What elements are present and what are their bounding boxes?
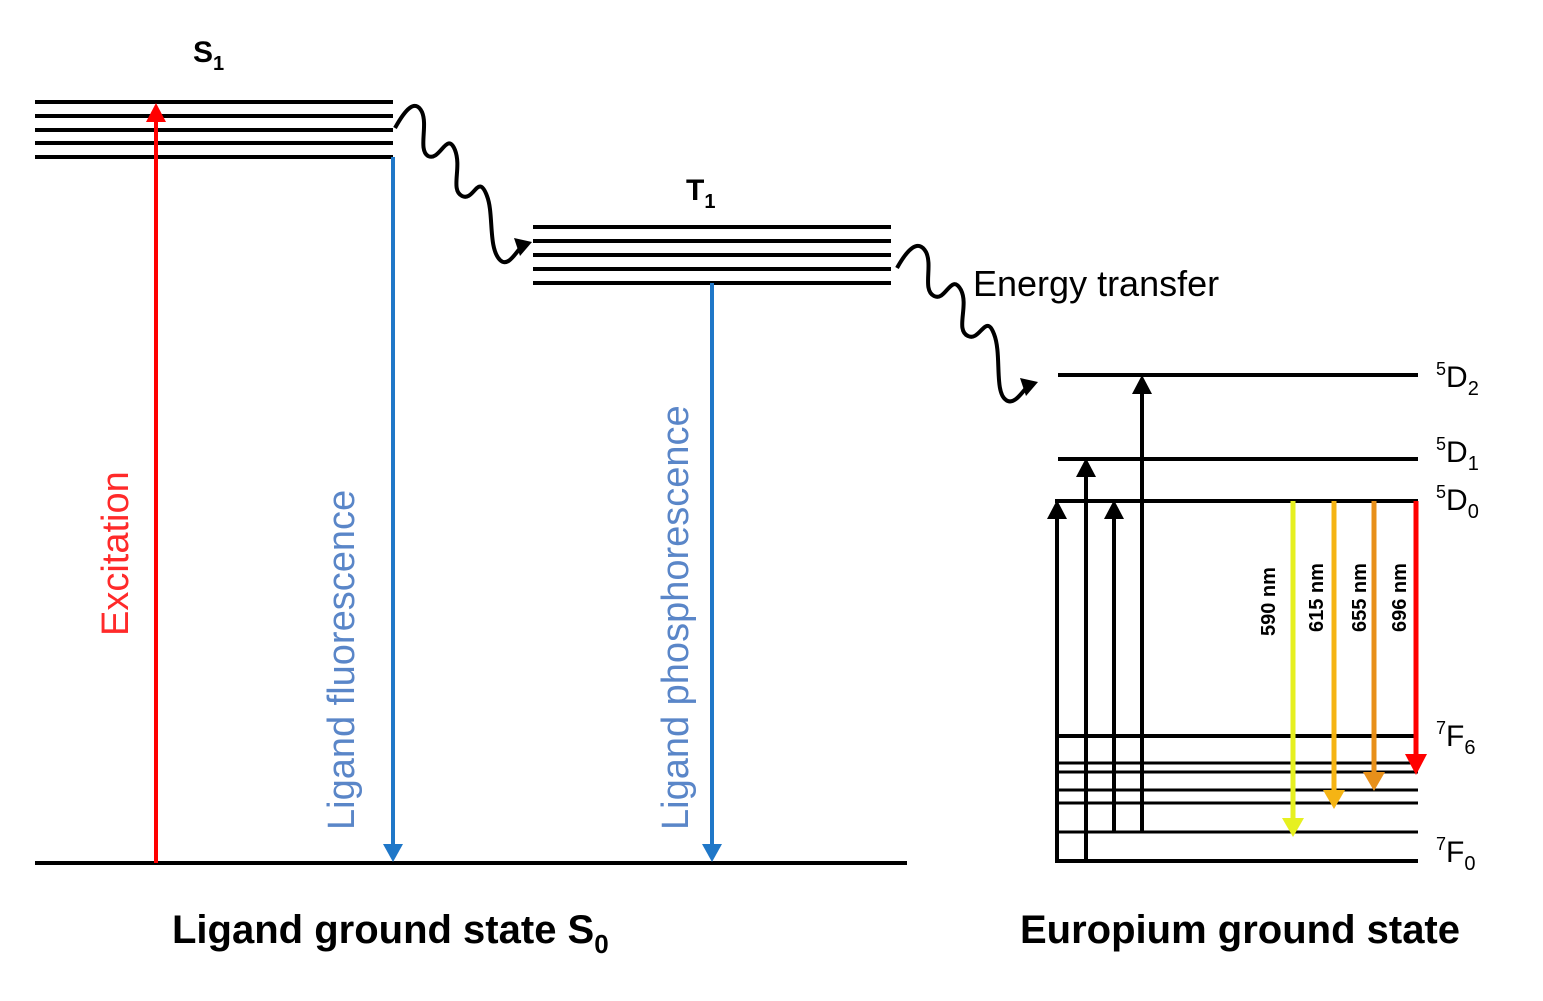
eu-upper-levels (1055, 373, 1418, 503)
eu-emission-615-label: 615 nm (1306, 563, 1328, 632)
eu-emission-615: 615 nm (1306, 501, 1345, 809)
phosphorescence-label: Ligand phosphorescence (655, 405, 697, 830)
eu-level-7f6: 7F6 (1436, 718, 1475, 759)
isc-wavy-arrow (393, 104, 524, 265)
energy-transfer-arrowhead (1020, 378, 1038, 396)
eu-emission-696-label: 696 nm (1389, 563, 1411, 632)
eu-excitation-arrowheads (1047, 375, 1152, 519)
eu-level-5d0: 5D0 (1436, 482, 1479, 523)
excitation-label: Excitation (95, 471, 137, 636)
eu-level-7f0: 7F0 (1436, 834, 1475, 875)
s1-label: S1 (193, 36, 224, 75)
eu-emission-696: 696 nm (1389, 501, 1427, 775)
energy-transfer-label: Energy transfer (973, 263, 1219, 304)
t1-levels (533, 225, 891, 285)
phosphorescence-arrowhead (702, 844, 722, 862)
fluorescence-arrowhead (383, 844, 403, 862)
europium-ground-label: Europium ground state (1020, 908, 1460, 952)
eu-excitation-arrows (1055, 390, 1144, 861)
eu-emission-655: 655 nm (1349, 501, 1385, 791)
eu-level-5d2: 5D2 (1436, 359, 1479, 400)
t1-label: T1 (686, 174, 715, 213)
isc-arrowhead (514, 238, 532, 256)
eu-emission-655-label: 655 nm (1349, 563, 1371, 632)
energy-transfer-wavy-arrow (895, 244, 1030, 404)
excitation-arrowhead (146, 103, 166, 122)
s1-levels (35, 100, 393, 159)
ligand-ground-label: Ligand ground state S0 (172, 908, 609, 959)
eu-emission-590-label: 590 nm (1258, 567, 1280, 636)
eu-lower-levels (1055, 734, 1418, 863)
fluorescence-label: Ligand fluorescence (321, 490, 363, 830)
eu-level-5d1: 5D1 (1436, 434, 1479, 475)
eu-emission-590: 590 nm (1258, 501, 1304, 837)
